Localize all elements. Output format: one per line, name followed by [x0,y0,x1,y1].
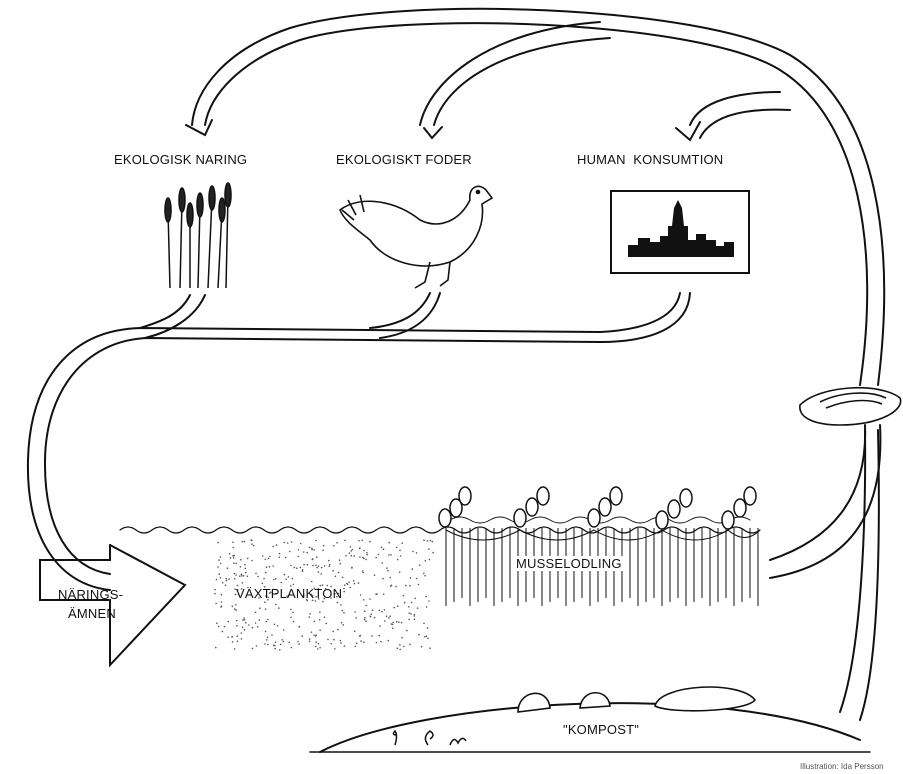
label-ekologisk-naring: EKOLOGISK NARING [114,152,248,167]
label-human-konsumtion: HUMAN KONSUMTION [577,152,724,167]
illustration-credit: Illustration: Ida Persson [800,762,884,771]
mussel-link-arrow [769,424,882,721]
label-narings-line1: NÄRINGS- [58,587,124,602]
return-arrow-top [185,7,886,386]
wheat-icon [164,182,232,289]
plankton-dots [214,539,434,651]
label-ekologiskt-foder: EKOLOGISKT FODER [336,152,472,167]
compost-shells [517,686,757,713]
sea-surface [119,526,761,534]
nutrient-flow-arrow [26,292,691,668]
buoy-icon [438,486,757,530]
label-musselodling: MUSSELODLING [514,556,624,571]
chicken-icon [339,185,494,289]
compost-mound [319,702,861,753]
label-narings-line2: ÄMNEN [68,606,116,621]
city-skyline-icon [610,190,750,274]
mussel-icon [799,386,902,426]
label-vaxtplankton: VÄXTPLANKTON [236,586,343,601]
worm-icon [392,729,467,746]
label-kompost: "KOMPOST" [563,722,640,737]
